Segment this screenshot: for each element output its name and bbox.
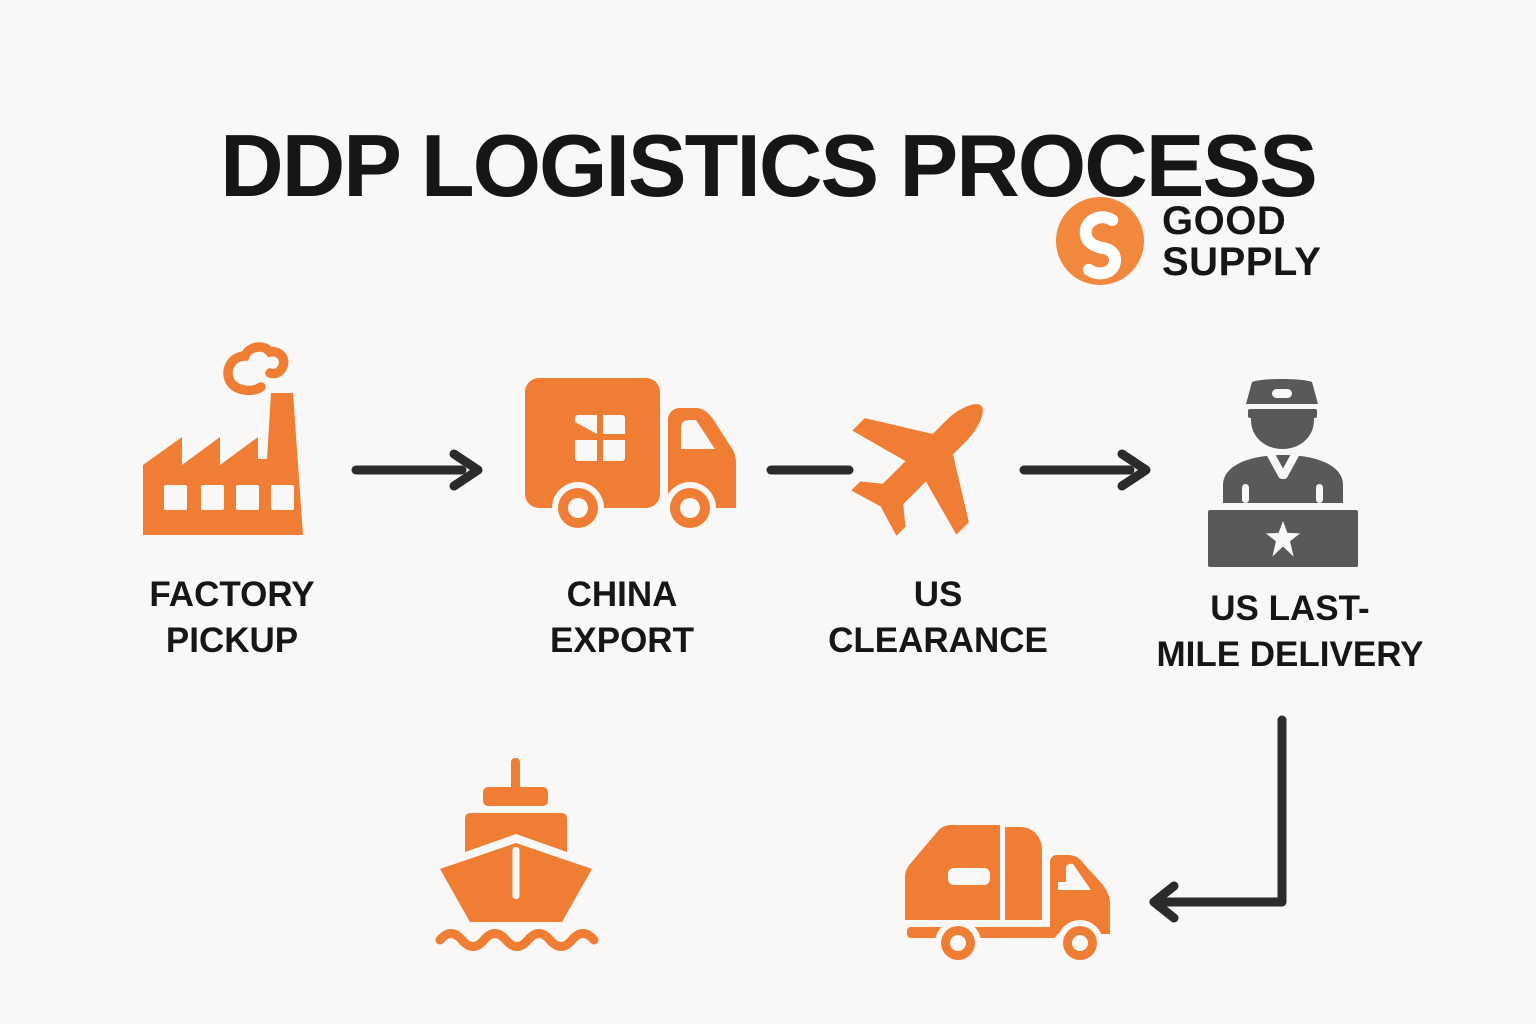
- step-label-us-clearance: US CLEARANCE: [813, 572, 1063, 664]
- brand-logo: [1056, 197, 1144, 285]
- step-label-factory-pickup: FACTORY PICKUP: [107, 572, 357, 664]
- cargo-truck-icon: [525, 378, 736, 534]
- arrow-right-icon: [1019, 449, 1151, 491]
- label-line: FACTORY: [149, 575, 315, 614]
- factory-icon: [143, 342, 303, 535]
- arrow-down-left-icon: [1149, 715, 1287, 923]
- label-line: CLEARANCE: [828, 621, 1048, 660]
- label-line: MILE DELIVERY: [1156, 635, 1424, 674]
- delivery-truck-icon: [905, 825, 1110, 966]
- customs-officer-icon: [1208, 379, 1358, 567]
- step-label-china-export: CHINA EXPORT: [497, 572, 747, 664]
- brand-name-line: GOOD: [1162, 199, 1287, 243]
- flow-line: [766, 465, 854, 475]
- arrow-right-icon: [351, 449, 483, 491]
- brand-name-line: SUPPLY: [1162, 240, 1322, 284]
- label-line: US LAST-: [1210, 589, 1370, 628]
- label-line: CHINA: [566, 575, 678, 614]
- label-line: US: [913, 575, 963, 614]
- airplane-icon: [851, 404, 983, 536]
- page-title: DDP LOGISTICS PROCESS: [220, 115, 1318, 215]
- logo-monogram-icon: [1079, 211, 1121, 280]
- cargo-ship-icon: [435, 758, 599, 951]
- brand-name: GOOD SUPPLY: [1162, 201, 1321, 283]
- step-label-us-last-mile-delivery: US LAST- MILE DELIVERY: [1140, 586, 1440, 678]
- label-line: EXPORT: [550, 621, 694, 660]
- label-line: PICKUP: [165, 621, 299, 660]
